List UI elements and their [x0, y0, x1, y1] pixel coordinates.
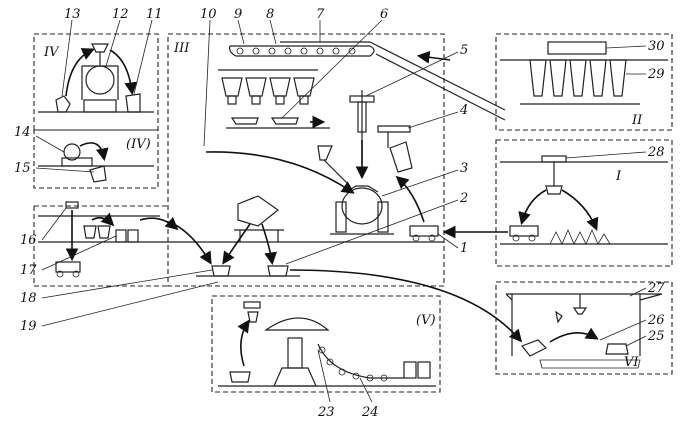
label-11: 11 [146, 7, 163, 22]
leader-lines [35, 19, 647, 403]
label-25: 25 [647, 329, 665, 344]
label-18: 18 [20, 291, 37, 306]
label-15: 15 [14, 161, 31, 176]
label-4: 4 [459, 103, 468, 118]
label-2: 2 [459, 191, 468, 206]
zone-boundaries [33, 33, 673, 393]
zone-label-ii: II [631, 113, 643, 128]
label-17: 17 [20, 263, 37, 278]
zone-v-continuous-casting [218, 301, 436, 387]
label-6: 6 [380, 7, 388, 22]
label-28: 28 [647, 145, 665, 160]
label-12: 12 [112, 7, 129, 22]
label-16: 16 [20, 233, 37, 248]
zone-label-i: I [615, 169, 622, 184]
label-13: 13 [64, 7, 81, 22]
guide-rollers [318, 346, 388, 382]
zone-label-v: (V) [416, 313, 436, 328]
zone-ferroalloy-bins [38, 201, 179, 278]
zone-iii-converter-area [38, 41, 506, 277]
label-7: 7 [316, 7, 325, 22]
label-30: 30 [648, 39, 665, 54]
label-14: 14 [14, 125, 31, 140]
conveyor-rollers [236, 47, 356, 55]
zone-i-scrap-yard [442, 155, 668, 245]
bunkers-29 [529, 59, 627, 97]
callout-labels: 13 12 11 10 9 8 7 6 5 4 3 2 1 14 15 16 1… [14, 7, 665, 420]
label-8: 8 [266, 7, 274, 22]
zone-iv-lower-equipment [38, 142, 154, 183]
label-5: 5 [460, 43, 468, 58]
zone-label-iii: III [173, 41, 190, 56]
label-23: 23 [317, 405, 335, 420]
zone-label-vi: VI [624, 355, 639, 370]
zone-ii-bunkers [416, 41, 668, 105]
label-24: 24 [361, 405, 379, 420]
zone-vi-pouring-bay [289, 269, 663, 369]
zone-label-iv: IV [43, 45, 60, 60]
label-19: 19 [20, 319, 37, 334]
label-26: 26 [647, 313, 665, 328]
hoppers [218, 69, 318, 105]
zone-iv-mill [38, 43, 154, 113]
label-3: 3 [460, 161, 468, 176]
label-27: 27 [647, 281, 665, 296]
label-1: 1 [460, 241, 468, 256]
label-29: 29 [647, 67, 665, 82]
label-9: 9 [234, 7, 242, 22]
zone-labels: IV (IV) III II I (V) VI [43, 41, 643, 370]
label-10: 10 [200, 7, 217, 22]
zone-label-iv-paren: (IV) [126, 137, 151, 152]
